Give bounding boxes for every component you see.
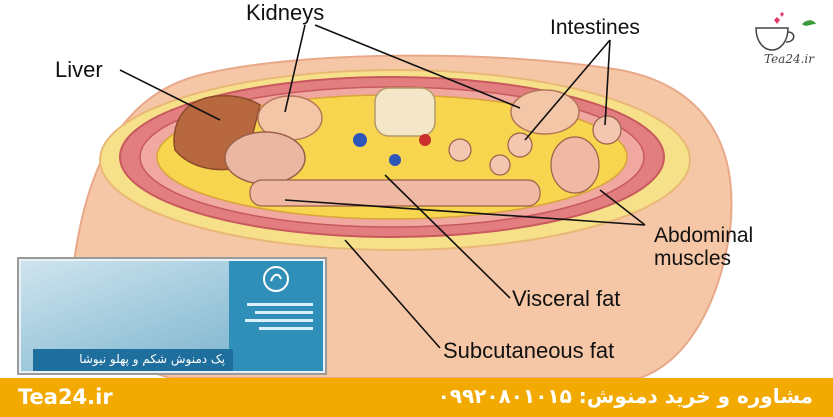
label-muscles: muscles bbox=[654, 247, 732, 270]
label-liver: Liver bbox=[55, 57, 103, 82]
label-kidneys: Kidneys bbox=[246, 0, 325, 25]
aorta bbox=[419, 134, 431, 146]
stomach bbox=[224, 131, 306, 185]
ad-banner: پک دمنوش شکم و پهلو نیوشا bbox=[33, 349, 233, 371]
intestine-loop-4 bbox=[592, 115, 622, 145]
footer-bar: Tea24.ir مشاوره و خرید دمنوش: ۰۹۹۲۰۸۰۱۰۱… bbox=[0, 378, 833, 417]
intestine-loop-3 bbox=[489, 154, 511, 176]
ad-banner-text: پک دمنوش شکم و پهلو نیوشا bbox=[79, 352, 225, 366]
vessel-1 bbox=[353, 133, 367, 147]
transverse-colon bbox=[249, 179, 541, 207]
brand-text: Tea24.ir bbox=[764, 52, 814, 66]
leader-muscle-1 bbox=[599, 189, 646, 226]
intestine-loop-2 bbox=[448, 138, 472, 162]
leader-lines bbox=[119, 24, 646, 349]
spine bbox=[374, 87, 436, 137]
leader-intestine-1 bbox=[524, 39, 611, 141]
leader-kidney-left bbox=[284, 24, 306, 113]
vessel-2 bbox=[389, 154, 401, 166]
leader-visceral bbox=[384, 174, 511, 299]
footer-contact-text: مشاوره و خرید دمنوش: ۰۹۹۲۰۸۰۱۰۱۵ bbox=[437, 384, 813, 408]
footer-site-link[interactable]: Tea24.ir bbox=[18, 385, 113, 409]
ad-panel-text-lines bbox=[237, 301, 317, 344]
leader-muscle-2 bbox=[284, 199, 646, 226]
ad-side-panel bbox=[229, 261, 323, 371]
leader-subcutaneous bbox=[344, 239, 441, 349]
teacup-icon bbox=[755, 12, 816, 51]
brand-logo: Tea24.ir bbox=[744, 10, 824, 74]
right-kidney bbox=[510, 89, 580, 135]
product-ad-image[interactable]: پک دمنوش شکم و پهلو نیوشا bbox=[17, 257, 327, 375]
colon-right bbox=[550, 136, 600, 194]
label-intestines: Intestines bbox=[550, 16, 640, 39]
label-visceral-fat: Visceral fat bbox=[512, 286, 621, 311]
leader-kidney-right bbox=[314, 24, 521, 109]
ad-logo-icon bbox=[263, 266, 289, 292]
leader-liver bbox=[119, 69, 221, 121]
label-subcutaneous-fat: Subcutaneous fat bbox=[443, 338, 615, 363]
label-abdominal: Abdominal bbox=[654, 224, 754, 247]
leader-intestine-2 bbox=[604, 39, 611, 126]
